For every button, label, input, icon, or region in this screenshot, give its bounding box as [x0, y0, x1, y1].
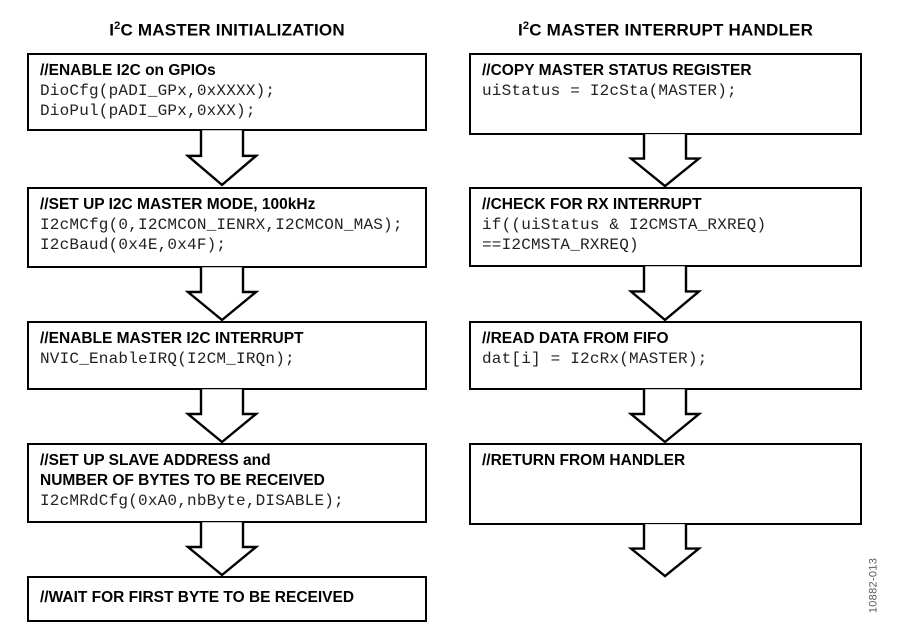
- down-arrow-icon: [185, 521, 259, 577]
- box-code-line: DioCfg(pADI_GPx,0xXXXX);: [40, 82, 276, 100]
- box-code-line: I2cBaud(0x4E,0x4F);: [40, 236, 227, 254]
- flow-box-setup-master-mode: //SET UP I2C MASTER MODE, 100kHz I2cMCfg…: [27, 187, 427, 268]
- flow-box-read-data-fifo: //READ DATA FROM FIFO dat[i] = I2cRx(MAS…: [469, 321, 862, 390]
- flow-box-setup-slave-address: //SET UP SLAVE ADDRESS and NUMBER OF BYT…: [27, 443, 427, 523]
- down-arrow-icon: [628, 265, 702, 322]
- box-comment: //WAIT FOR FIRST BYTE TO BE RECEIVED: [40, 589, 355, 606]
- right-column-title: I2C MASTER INTERRUPT HANDLER: [469, 20, 862, 41]
- box-comment: //COPY MASTER STATUS REGISTER: [482, 62, 752, 79]
- left-column-title: I2C MASTER INITIALIZATION: [27, 20, 427, 41]
- box-comment: //SET UP SLAVE ADDRESS and: [40, 452, 271, 469]
- down-arrow-icon: [628, 523, 702, 578]
- down-arrow-icon: [628, 133, 702, 188]
- box-code-line: NVIC_EnableIRQ(I2CM_IRQn);: [40, 350, 295, 368]
- flow-box-enable-i2c-gpios: //ENABLE I2C on GPIOs DioCfg(pADI_GPx,0x…: [27, 53, 427, 131]
- box-comment: //READ DATA FROM FIFO: [482, 330, 669, 347]
- box-code-line: I2cMCfg(0,I2CMCON_IENRX,I2CMCON_MAS);: [40, 216, 403, 234]
- box-comment: //RETURN FROM HANDLER: [482, 452, 686, 469]
- flow-box-wait-first-byte: //WAIT FOR FIRST BYTE TO BE RECEIVED: [27, 576, 427, 622]
- box-comment: //CHECK FOR RX INTERRUPT: [482, 196, 702, 213]
- down-arrow-icon: [185, 266, 259, 322]
- box-comment: //ENABLE MASTER I2C INTERRUPT: [40, 330, 304, 347]
- box-comment: NUMBER OF BYTES TO BE RECEIVED: [40, 472, 325, 489]
- box-code-line: I2cMRdCfg(0xA0,nbByte,DISABLE);: [40, 492, 344, 510]
- box-code-line: uiStatus = I2cSta(MASTER);: [482, 82, 737, 100]
- box-code-line: DioPul(pADI_GPx,0xXX);: [40, 102, 256, 120]
- watermark-label: 10882-013: [867, 557, 880, 614]
- title-text: I: [517, 20, 523, 40]
- flow-box-enable-master-interrupt: //ENABLE MASTER I2C INTERRUPT NVIC_Enabl…: [27, 321, 427, 390]
- box-comment: //ENABLE I2C on GPIOs: [40, 62, 216, 79]
- flow-box-copy-status-register: //COPY MASTER STATUS REGISTER uiStatus =…: [469, 53, 862, 135]
- flow-box-return-from-handler: //RETURN FROM HANDLER: [469, 443, 862, 525]
- box-comment: //SET UP I2C MASTER MODE, 100kHz: [40, 196, 316, 213]
- down-arrow-icon: [185, 129, 259, 187]
- title-superscript: 2: [114, 20, 121, 32]
- title-text: C MASTER INITIALIZATION: [120, 20, 345, 40]
- box-code-line: ==I2CMSTA_RXREQ): [482, 236, 639, 254]
- box-code-line: dat[i] = I2cRx(MASTER);: [482, 350, 708, 368]
- title-text: C MASTER INTERRUPT HANDLER: [529, 20, 814, 40]
- title-superscript: 2: [522, 20, 530, 32]
- title-text: I: [109, 20, 115, 40]
- box-code-line: if((uiStatus & I2CMSTA_RXREQ): [482, 216, 767, 234]
- down-arrow-icon: [185, 388, 259, 444]
- down-arrow-icon: [628, 388, 702, 444]
- flow-box-check-rx-interrupt: //CHECK FOR RX INTERRUPT if((uiStatus & …: [469, 187, 862, 267]
